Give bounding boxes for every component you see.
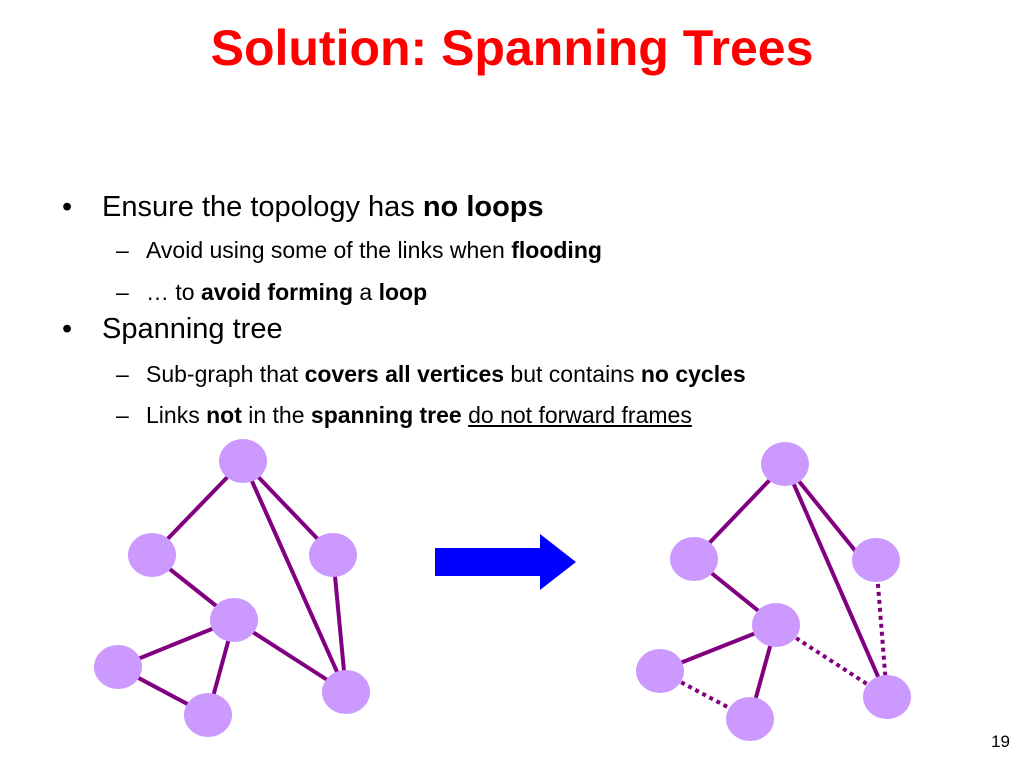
link: [331, 554, 348, 693]
blocked-link: [874, 559, 889, 698]
spanning-tree-links: [659, 462, 889, 720]
sub-bullet-marker: –: [116, 361, 129, 387]
bullet-text: Ensure the topology has: [102, 191, 423, 223]
link: [241, 460, 348, 693]
sub-bullet-text: Avoid using some of the links when: [146, 237, 512, 263]
page-number: 19: [991, 732, 1010, 751]
node: [184, 693, 232, 737]
node: [752, 603, 800, 647]
node: [726, 697, 774, 741]
node: [309, 533, 357, 577]
sub-bullet-avoid-loop: –… to avoid forming a loop: [116, 278, 427, 306]
right-arrow-icon: [435, 534, 576, 590]
sub-bullet-links-not: –Links not in the spanning tree do not f…: [116, 401, 692, 429]
sub-bullet-emphasis: loop: [378, 279, 428, 305]
node: [128, 533, 176, 577]
node: [863, 675, 911, 719]
topology-with-loops: [117, 459, 348, 717]
sub-bullet-emphasis: no cycles: [640, 361, 746, 387]
node: [670, 537, 718, 581]
tree-link: [783, 463, 889, 698]
node: [94, 645, 142, 689]
sub-bullet-text: Links: [146, 402, 207, 428]
blocked-link: [774, 623, 889, 699]
bullet-spanning-tree: • Spanning tree: [62, 312, 283, 346]
sub-bullet-text: but contains: [504, 361, 641, 387]
sub-bullet-flooding: –Avoid using some of the links when floo…: [116, 236, 602, 264]
bullet-emphasis: no loops: [422, 191, 544, 223]
bullet-no-loops: • Ensure the topology has no loops: [62, 190, 544, 224]
node: [322, 670, 370, 714]
sub-bullet-marker: –: [116, 402, 129, 428]
sub-bullet-emphasis: spanning tree: [310, 402, 462, 428]
slide-title: Solution: Spanning Trees: [210, 20, 814, 76]
sub-bullet-emphasis: covers all vertices: [304, 361, 505, 387]
node: [852, 538, 900, 582]
sub-bullet-emphasis: flooding: [511, 237, 602, 263]
bullet-marker: •: [62, 313, 73, 345]
sub-bullet-emphasis: not: [206, 402, 242, 428]
sub-bullet-underlined: do not forward frames: [468, 402, 692, 428]
node: [636, 649, 684, 693]
sub-bullet-marker: –: [116, 237, 129, 263]
spanning-tree-nodes: [636, 442, 911, 741]
node: [219, 439, 267, 483]
bullet-marker: •: [62, 191, 73, 223]
sub-bullet-subgraph: –Sub-graph that covers all vertices but …: [116, 360, 746, 388]
sub-bullet-text: Sub-graph that: [146, 361, 305, 387]
topology-nodes: [94, 439, 370, 737]
node: [761, 442, 809, 486]
sub-bullet-emphasis: avoid forming: [200, 279, 354, 305]
bullet-text: Spanning tree: [102, 313, 283, 345]
sub-bullet-marker: –: [116, 279, 129, 305]
sub-bullet-text: a: [353, 279, 379, 305]
node: [210, 598, 258, 642]
sub-bullet-text: … to: [146, 279, 201, 305]
sub-bullet-text: in the: [241, 402, 311, 428]
